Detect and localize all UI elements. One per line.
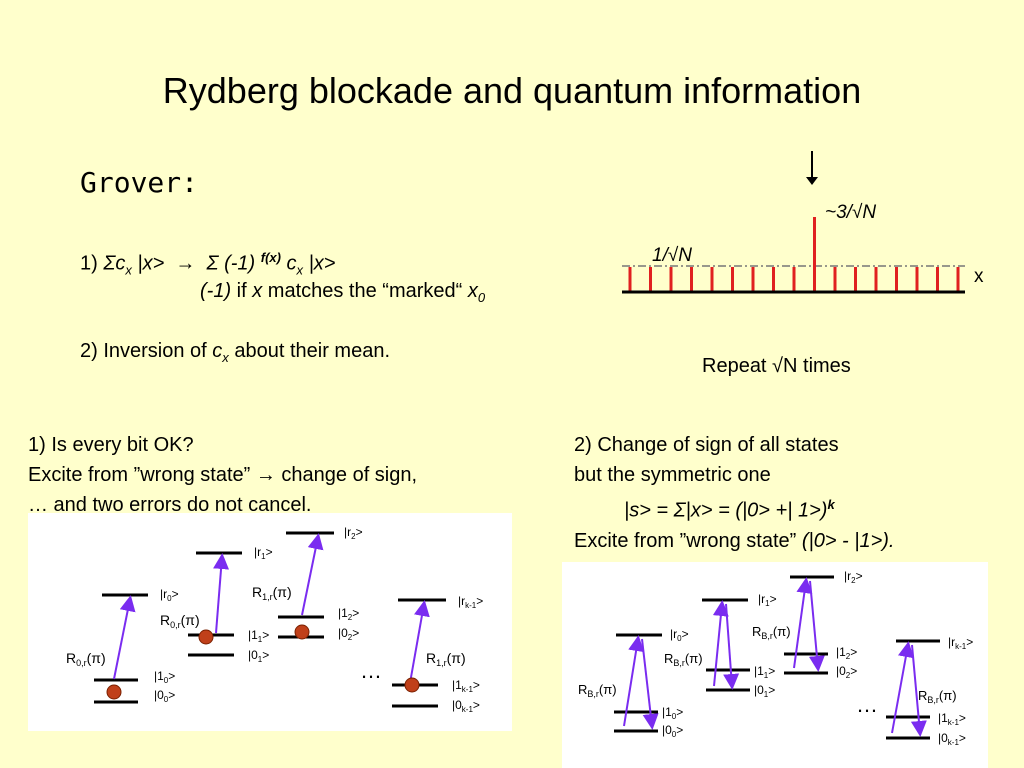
svg-text:RB,r(π): RB,r(π): [752, 624, 791, 641]
coef-c: c: [286, 252, 297, 275]
svg-text:R0,r(π): R0,r(π): [160, 612, 200, 630]
svg-text:|1k-1>: |1k-1>: [938, 711, 966, 727]
ket-x2: |x>: [303, 252, 336, 275]
sum-c: Σc: [103, 252, 126, 275]
right-note-line: but the symmetric one: [574, 464, 771, 486]
pulse-labels: R0,r(π) R0,r(π) R1,r(π) R1,r(π): [66, 584, 466, 668]
level-labels: |r0> |r1> |r2> |rk-1> |10> |00> |11> |01…: [154, 525, 483, 714]
excitation-arrows: [113, 533, 430, 684]
left-note-line: 1) Is every bit OK?: [28, 434, 194, 456]
svg-text:|1k-1>: |1k-1>: [452, 678, 480, 694]
svg-text:|12>: |12>: [338, 606, 359, 622]
svg-text:|r0>: |r0>: [670, 627, 689, 643]
sup-fx: f(x): [260, 250, 281, 265]
marker-arrow-head: [806, 177, 818, 185]
svg-text:|01>: |01>: [248, 648, 269, 664]
svg-text:|rk-1>: |rk-1>: [948, 635, 973, 651]
arrow-right-icon: →: [255, 464, 276, 486]
line-text: change of sign,: [275, 464, 418, 486]
var-x: x: [252, 280, 263, 302]
svg-text:RB,r(π): RB,r(π): [578, 682, 617, 699]
sign-factor: (-1): [200, 280, 232, 302]
line-text: Excite from ”wrong state”: [28, 464, 256, 486]
svg-text:|r1>: |r1>: [254, 545, 273, 561]
grover-step-2: 2) Inversion of cx about their mean.: [80, 340, 390, 365]
svg-text:R0,r(π): R0,r(π): [66, 650, 106, 668]
svg-text:|r2>: |r2>: [844, 569, 863, 585]
svg-text:RB,r(π): RB,r(π): [664, 651, 703, 668]
grover-step-1: 1) Σcx |x> → Σ (-1) f(x) cx |x>: [80, 250, 335, 278]
svg-text:|10>: |10>: [662, 705, 683, 721]
level-labels: |r0> |r1> |r2> |rk-1> |10> |00> |11> |01…: [662, 569, 973, 747]
state-formula: |s> = Σ|x> = (|0> +| 1>): [624, 499, 828, 522]
sub-0: 0: [477, 290, 486, 305]
svg-text:|rk-1>: |rk-1>: [458, 594, 483, 610]
svg-text:|02>: |02>: [836, 664, 857, 680]
x-axis-label: x: [974, 266, 984, 287]
svg-text:|0k-1>: |0k-1>: [938, 731, 966, 747]
repeat-text: Repeat √N times: [702, 355, 851, 377]
left-note-line: … and two errors do not cancel.: [28, 494, 312, 516]
svg-text:|r1>: |r1>: [758, 592, 777, 608]
step2-rest: about their mean.: [228, 340, 391, 362]
energy-levels: [94, 531, 446, 708]
sup-k: k: [827, 497, 835, 512]
pulse-labels: RB,r(π) RB,r(π) RB,r(π) RB,r(π): [578, 624, 957, 705]
left-level-diagram: |r0> |r1> |r2> |rk-1> |10> |00> |11> |01…: [28, 513, 512, 731]
sub-x: x: [222, 350, 229, 365]
svg-text:|r0>: |r0>: [160, 587, 179, 603]
if-word: if: [231, 280, 253, 302]
var-x0: x: [467, 280, 478, 302]
right-note-line: 2) Change of sign of all states: [574, 434, 839, 456]
coef-c: c: [212, 340, 223, 362]
atom-dots: [106, 624, 420, 700]
antisym-state: (|0> - |1>).: [801, 529, 895, 552]
grover-heading: Grover:: [80, 166, 199, 199]
ket-x: |x>: [131, 252, 165, 275]
right-note-line: Excite from ”wrong state” (|0> - |1>).: [574, 526, 895, 556]
step-number: 1): [80, 252, 98, 275]
sub-x2: x: [296, 262, 304, 278]
svg-text:|02>: |02>: [338, 626, 359, 642]
sum-sign: Σ (-1): [206, 252, 256, 275]
symmetric-state: |s> = Σ|x> = (|0> +| 1>)k: [574, 490, 895, 526]
ellipsis: …: [856, 692, 878, 717]
svg-text:|12>: |12>: [836, 645, 857, 661]
arrow-right-icon: →: [175, 252, 196, 275]
excitation-arrows: [623, 577, 927, 737]
svg-text:|00>: |00>: [154, 688, 175, 704]
left-note: 1) Is every bit OK? Excite from ”wrong s…: [28, 430, 417, 520]
svg-text:|r2>: |r2>: [344, 525, 363, 541]
step2-text: 2) Inversion of: [80, 340, 213, 362]
svg-text:|10>: |10>: [154, 669, 175, 685]
amplitude-plot: ~3/√N 1/√N x Repeat √N times: [622, 151, 984, 377]
svg-text:|11>: |11>: [248, 628, 269, 644]
line-text: Excite from ”wrong state”: [574, 529, 802, 552]
right-note: 2) Change of sign of all states but the …: [574, 430, 895, 556]
ellipsis: …: [360, 658, 382, 683]
svg-text:RB,r(π): RB,r(π): [918, 688, 957, 705]
svg-text:|0k-1>: |0k-1>: [452, 698, 480, 714]
svg-text:R1,r(π): R1,r(π): [426, 650, 466, 668]
svg-text:|11>: |11>: [754, 664, 775, 680]
svg-text:|01>: |01>: [754, 683, 775, 699]
right-level-diagram: |r0> |r1> |r2> |rk-1> |10> |00> |11> |01…: [562, 562, 988, 768]
svg-text:|00>: |00>: [662, 723, 683, 739]
svg-text:R1,r(π): R1,r(π): [252, 584, 292, 602]
marked-text: matches the “marked“: [262, 280, 468, 302]
amplitude-bars: [628, 217, 960, 291]
marked-amplitude-label: ~3/√N: [825, 202, 876, 223]
left-note-line: Excite from ”wrong state” → change of si…: [28, 460, 417, 490]
grover-step-1-note: (-1) if x matches the “marked“ x0: [200, 280, 485, 305]
energy-levels: [614, 575, 940, 740]
sub-x: x: [125, 262, 132, 278]
page-title: Rydberg blockade and quantum information: [162, 70, 862, 111]
base-amplitude-label: 1/√N: [652, 245, 692, 266]
